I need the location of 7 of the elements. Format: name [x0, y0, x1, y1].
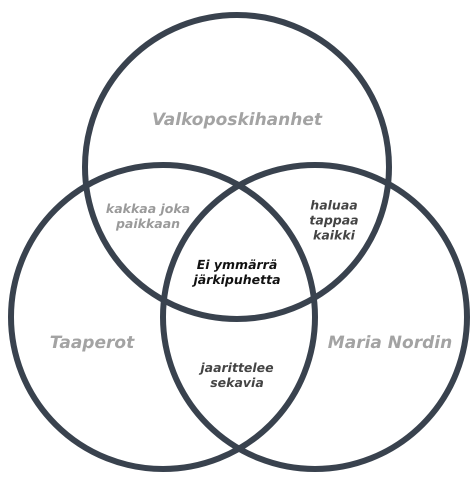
- overlap-label: Ei ymmärrä järkipuhetta: [191, 257, 282, 287]
- set-label: Taaperot: [50, 333, 134, 353]
- overlap-label: haluaa tappaa kaikki: [308, 198, 360, 242]
- overlap-label: jaarittelee sekavia: [198, 360, 275, 390]
- overlap-label: kakkaa joka paikkaan: [104, 201, 192, 231]
- set-label: Valkoposkihanhet: [152, 110, 322, 130]
- set-label: Maria Nordin: [328, 333, 452, 353]
